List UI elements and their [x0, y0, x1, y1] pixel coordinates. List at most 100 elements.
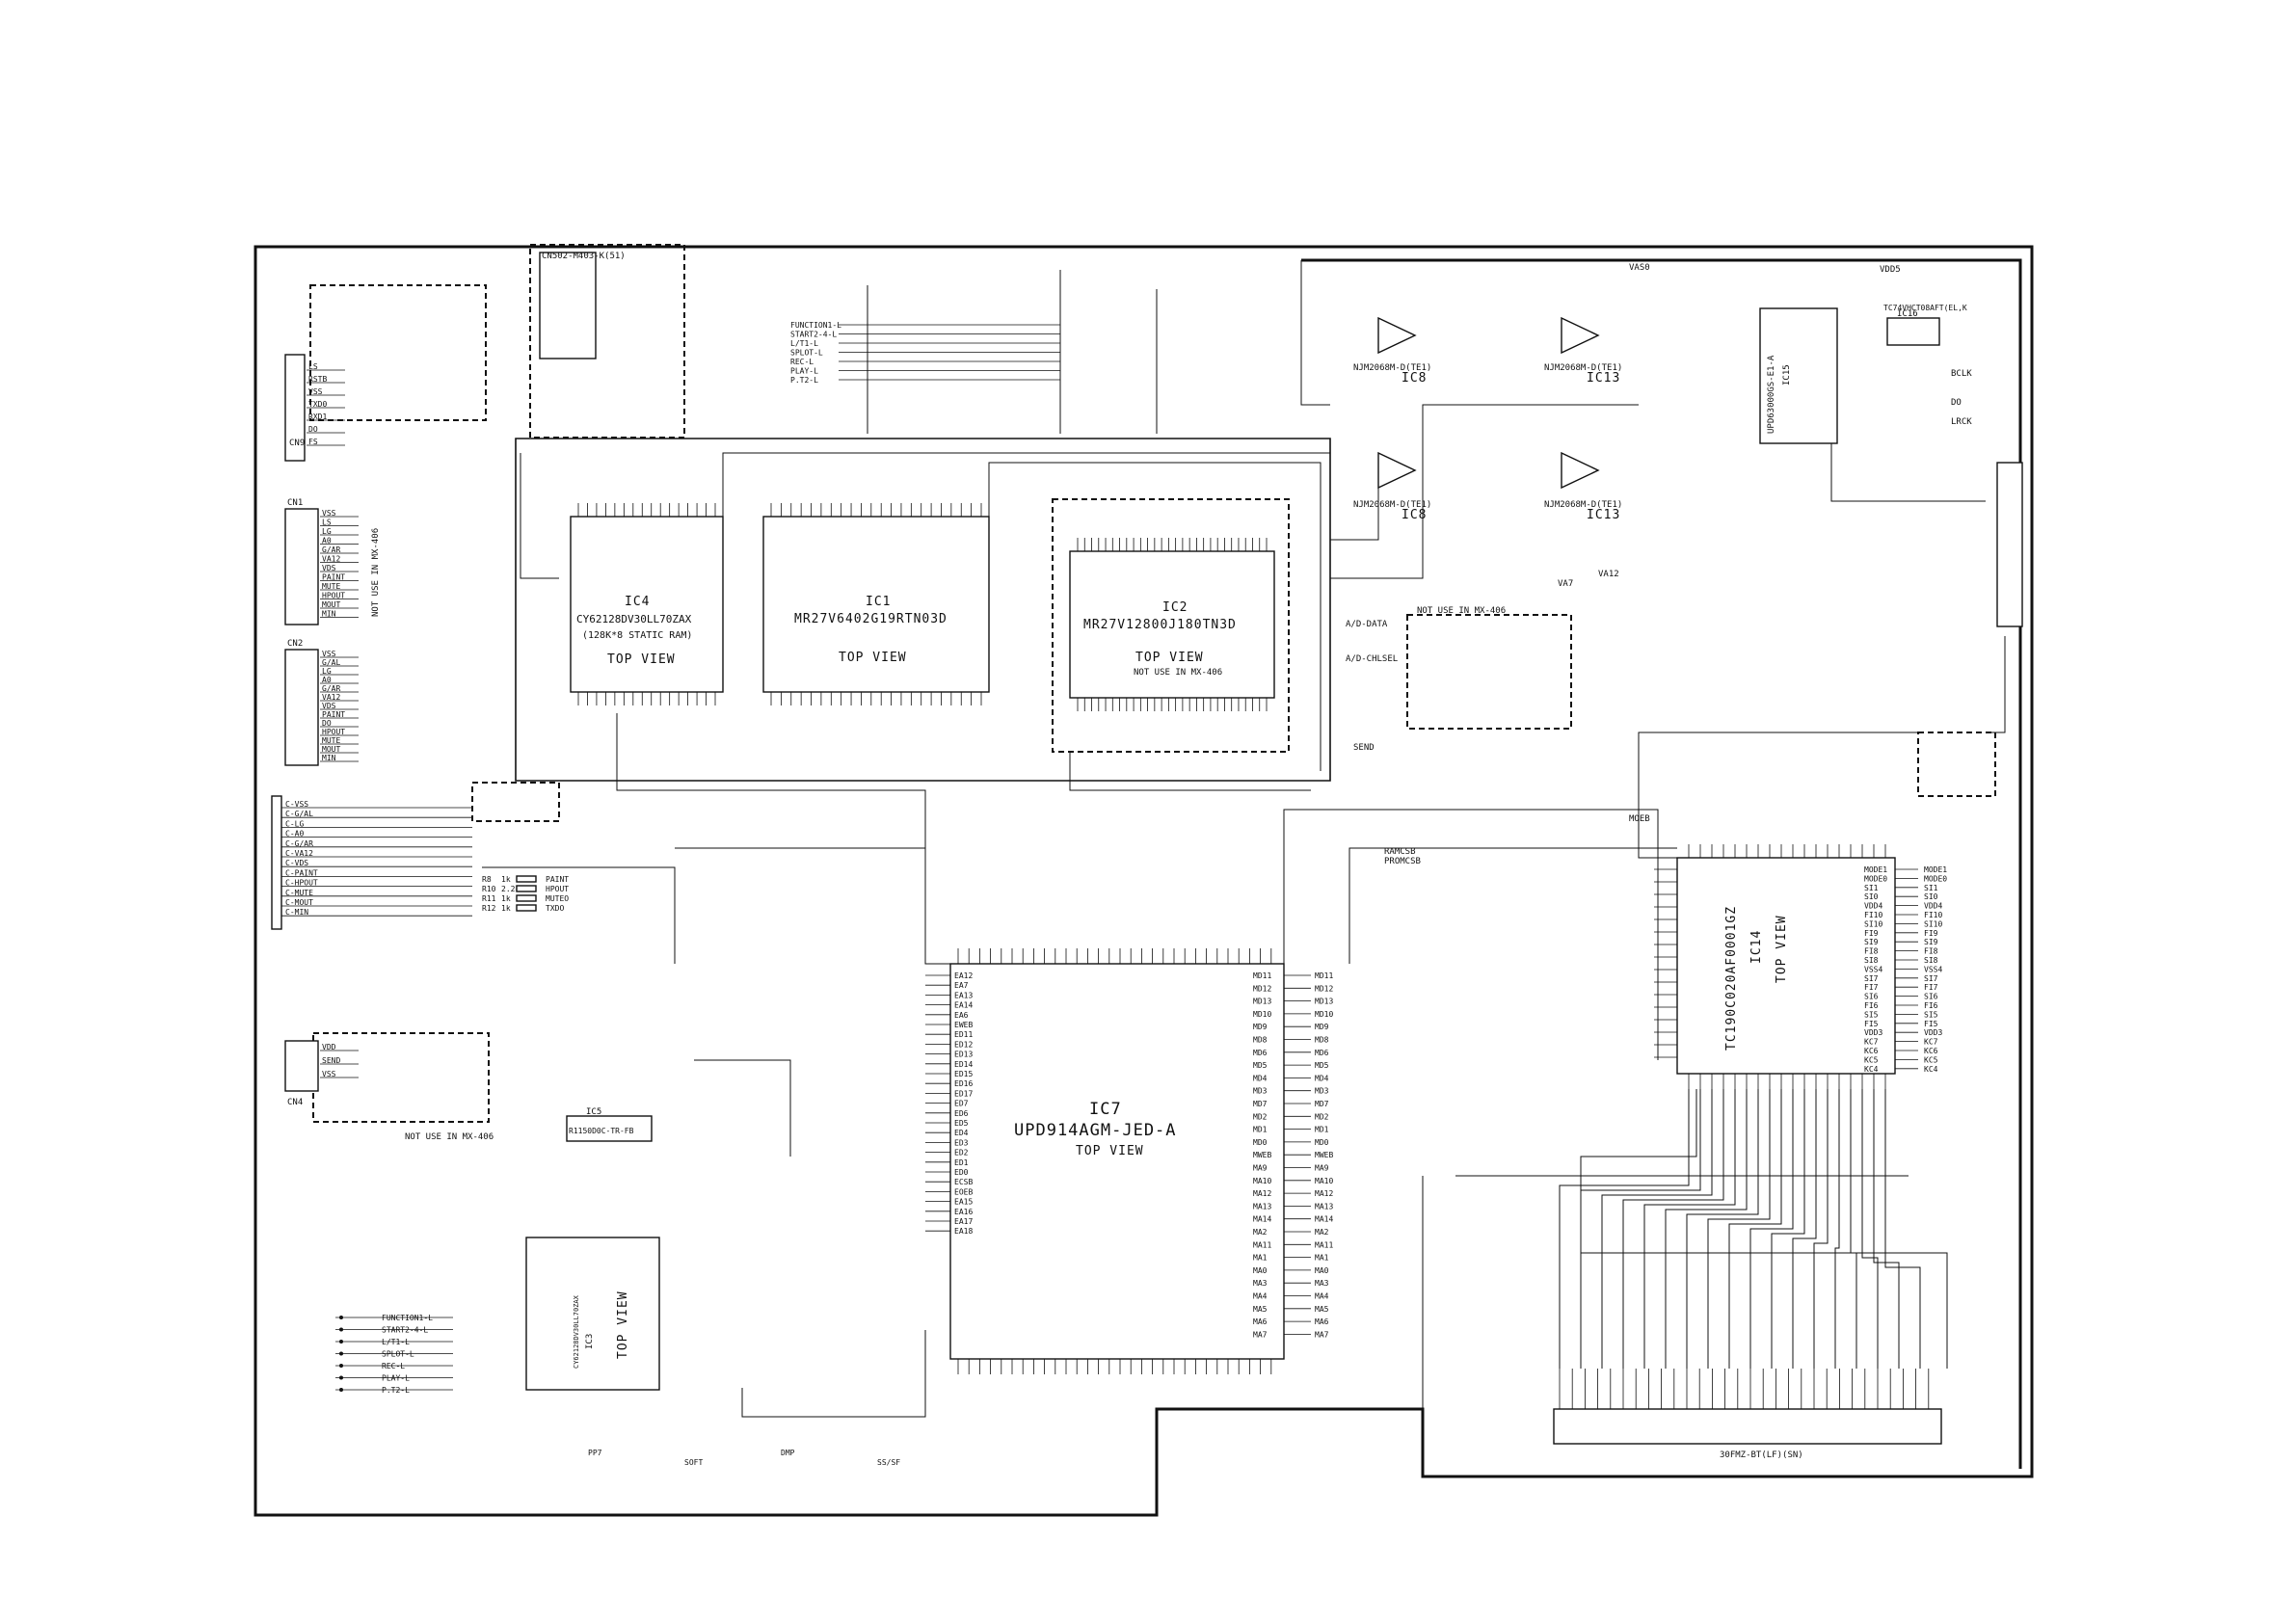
- pin-label: FS: [308, 438, 318, 446]
- ic7-right-pin-label: MD6: [1253, 1049, 1268, 1057]
- left-signal-bus: C-VSSC-G/ALC-LGC-A0C-G/ARC-VA12C-VDSC-PA…: [271, 795, 569, 930]
- ic7-left-pin-label: ED1: [954, 1158, 969, 1167]
- wire: [694, 1059, 791, 1157]
- ic8a-part: NJM2068M-D(TE1): [1353, 363, 1431, 373]
- cn502-ref: CN502-M403-K(51): [542, 252, 626, 261]
- connector-cn6: 30FMZ-BT(LF)(SN): [1553, 1369, 1942, 1460]
- wire: [1069, 752, 1311, 791]
- pin-label: VDD: [322, 1043, 336, 1051]
- ic7-left-pin-label: EA17: [954, 1217, 973, 1226]
- opamp-ic13-upper: IC13 NJM2068M-D(TE1): [1544, 316, 1622, 386]
- ic7-right-pin-label: MD7: [1253, 1100, 1268, 1108]
- cn502-dashed-block: [529, 244, 685, 439]
- pin-label: MOUT: [322, 745, 340, 754]
- ic7-left-pin-label: ED15: [954, 1070, 973, 1078]
- ic14-net-label: KC6: [1924, 1047, 1938, 1055]
- ic7-right-net-label: MD2: [1315, 1112, 1329, 1121]
- ic3-ref: IC3: [585, 1334, 595, 1349]
- pin-label: HPOUT: [322, 592, 345, 600]
- ic14-net-label: SI5: [1924, 1010, 1938, 1019]
- ic14-net-label: SI9: [1924, 938, 1938, 946]
- resistor-ref: R8: [482, 875, 492, 884]
- ic14-pin-label: VDD3: [1864, 1028, 1882, 1037]
- switch-label: FUNCTION1-L: [382, 1314, 433, 1322]
- ic7-right-net-label: MA7: [1315, 1330, 1329, 1339]
- ic7-right-net-label: MD3: [1315, 1087, 1329, 1096]
- ic7-right-pin-label: MD10: [1253, 1010, 1271, 1019]
- ic7-right-pin-label: MA2: [1253, 1228, 1268, 1237]
- switch-net-label: L/T1-L: [790, 339, 818, 348]
- ic14-pin-label: VDD4: [1864, 902, 1882, 911]
- ic7-left-pin-label: EA15: [954, 1198, 973, 1207]
- ic14-net-label: FI5: [1924, 1020, 1938, 1028]
- opamp-ic8-upper: IC8 NJM2068M-D(TE1): [1353, 316, 1431, 386]
- audio-net-label: BCLK: [1951, 369, 1972, 379]
- top-switch-nets: FUNCTION1-LSTART2-4-LL/T1-LSPLOT-LREC-LP…: [790, 321, 1060, 385]
- ic7-left-pin-label: EA14: [954, 1001, 973, 1010]
- ic7-right-pin-label: MD11: [1253, 971, 1271, 980]
- resistor-net: TXDO: [546, 904, 564, 913]
- wire: [722, 452, 1330, 517]
- ic7-right-net-label: MD5: [1315, 1061, 1329, 1070]
- wire: [741, 1330, 926, 1418]
- pin-label: TXD0: [308, 400, 327, 409]
- resistor-body: [516, 894, 537, 902]
- ic14-pin-label: SI10: [1864, 919, 1882, 928]
- ic7-right-pin-label: MA7: [1253, 1330, 1268, 1339]
- ic7-left-pin-label: ED12: [954, 1040, 973, 1049]
- ic4-view: TOP VIEW: [607, 652, 676, 667]
- bus-wire: [1665, 1089, 1748, 1369]
- ic7-right-net-label: MA0: [1315, 1266, 1329, 1275]
- ic14-net-label: SI7: [1924, 974, 1938, 983]
- bus-wire: [1834, 1089, 1840, 1369]
- resistor-value: 1k: [501, 875, 511, 884]
- net-promcsb: PROMCSB: [1384, 857, 1421, 866]
- bus-wire: [1622, 1089, 1724, 1369]
- switch-net-label: P.T2-L: [790, 376, 818, 385]
- ic14-net-label: FI6: [1924, 1001, 1938, 1010]
- ic14-pin-label: FI7: [1864, 983, 1879, 992]
- ic7-right-net-label: MA13: [1315, 1202, 1333, 1211]
- ic14-pin-label: SI0: [1864, 892, 1879, 901]
- ic7-right-net-label: MD0: [1315, 1138, 1329, 1147]
- resistor-body: [516, 885, 537, 892]
- ic7-right-pin-label: MA1: [1253, 1254, 1268, 1263]
- wire: [1638, 732, 1918, 859]
- ic7-left-pin-label: ED16: [954, 1079, 973, 1088]
- ic7-right-net-label: MA2: [1315, 1228, 1329, 1237]
- ic14-ref: IC14: [1749, 930, 1764, 964]
- switch-label: SPLOT-L: [382, 1350, 414, 1359]
- bus-wire: [1707, 1089, 1771, 1369]
- cn1-note: NOT USE IN MX-406: [371, 528, 381, 617]
- ic7-left-pin-label: EA18: [954, 1227, 973, 1236]
- cn6-note: 30FMZ-BT(LF)(SN): [1720, 1450, 1803, 1460]
- ic7-view: TOP VIEW: [1076, 1144, 1144, 1158]
- ic7-left-pin-label: ECSB: [954, 1178, 973, 1186]
- ic7-cpu: EA12EA7EA13EA14EA6EWEBED11ED12ED13ED14ED…: [925, 948, 1333, 1374]
- ic7-right-net-label: MD9: [1315, 1023, 1329, 1031]
- ic13a-part: NJM2068M-D(TE1): [1544, 363, 1622, 373]
- ic7-right-net-label: MA14: [1315, 1215, 1333, 1224]
- cn9-ref: CN9: [289, 439, 305, 448]
- ic14-net-label: VDD4: [1924, 902, 1942, 911]
- ic14-net-label: VDD3: [1924, 1028, 1942, 1037]
- ic14-net-label: FI10: [1924, 911, 1942, 919]
- sw-pin-label: PP7: [588, 1449, 602, 1457]
- ic7-right-pin-label: MA14: [1253, 1215, 1271, 1224]
- misc-net-labels: NOT USE IN MX-406 A/D-DATA A/D-CHLSEL SE…: [1346, 606, 1650, 866]
- ic7-right-net-label: MA9: [1315, 1164, 1329, 1173]
- ic2-view: TOP VIEW: [1135, 651, 1204, 665]
- ic7-right-pin-label: MA9: [1253, 1164, 1268, 1173]
- ic7-left-pin-label: ED0: [954, 1168, 969, 1177]
- wire: [1581, 1252, 1948, 1369]
- ic14-pin-label: KC6: [1864, 1047, 1879, 1055]
- ic2-part: MR27V12800J180TN3D: [1083, 618, 1237, 632]
- ic14-pin-label: KC4: [1864, 1065, 1879, 1074]
- ic7-right-pin-label: MA5: [1253, 1305, 1268, 1314]
- bus-wire: [1643, 1089, 1736, 1369]
- ic7-right-pin-label: MD2: [1253, 1112, 1268, 1121]
- ic14-pin-label: FI10: [1864, 911, 1882, 919]
- resistor-ref: R11: [482, 894, 496, 903]
- wire: [616, 713, 950, 965]
